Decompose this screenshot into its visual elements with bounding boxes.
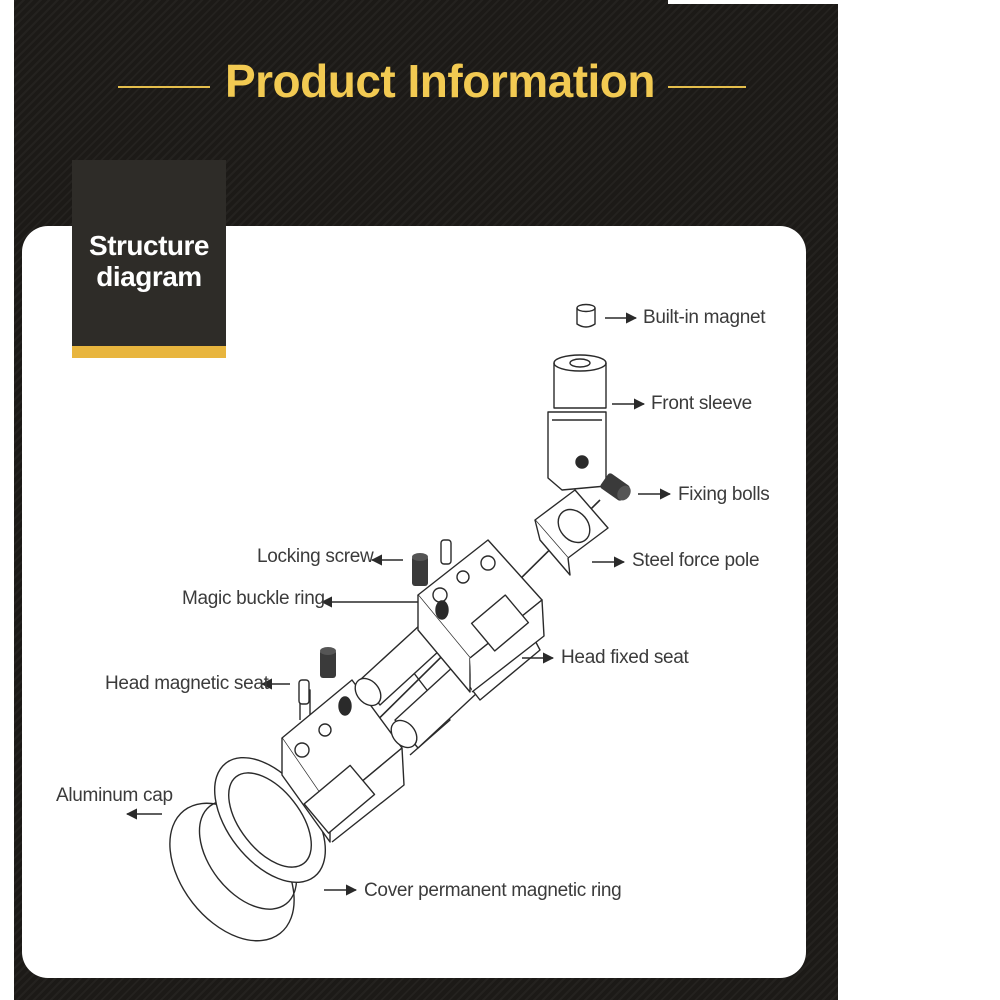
label-head-magnetic-seat: Head magnetic seat [105, 673, 269, 694]
label-built-in-magnet: Built-in magnet [643, 307, 766, 328]
label-steel-force-pole: Steel force pole [632, 550, 760, 571]
label-fixing-bolls: Fixing bolls [678, 484, 770, 505]
section-tag-accent-bar [72, 346, 226, 358]
lower-locking-screw-part [320, 647, 336, 678]
head-magnetic-seat-part [281, 654, 451, 843]
label-locking-screw: Locking screw [257, 546, 374, 567]
head-fixed-seat-part [417, 539, 545, 693]
label-head-fixed-seat: Head fixed seat [561, 647, 689, 668]
small-pin-parts [298, 539, 452, 705]
title-right-rule [668, 86, 746, 88]
label-front-sleeve: Front sleeve [651, 393, 752, 414]
section-tag: Structure diagram [72, 160, 226, 358]
steel-force-pole-part [534, 489, 609, 576]
label-cover-permanent-magnetic-ring: Cover permanent magnetic ring [364, 880, 622, 901]
page-title: Product Information [224, 55, 656, 107]
top-white-strip [668, 0, 838, 4]
locking-screw-part [412, 553, 428, 586]
front-sleeve-part [547, 354, 607, 491]
section-tag-line1: Structure [89, 230, 209, 261]
label-magic-buckle-ring: Magic buckle ring [182, 588, 325, 609]
section-tag-text: Structure diagram [72, 230, 226, 292]
label-aluminum-cap: Aluminum cap [56, 785, 173, 806]
section-tag-line2: diagram [96, 261, 202, 292]
built-in-magnet-part [576, 303, 596, 328]
fixing-bolt-part [600, 473, 631, 501]
title-left-rule [118, 86, 210, 88]
